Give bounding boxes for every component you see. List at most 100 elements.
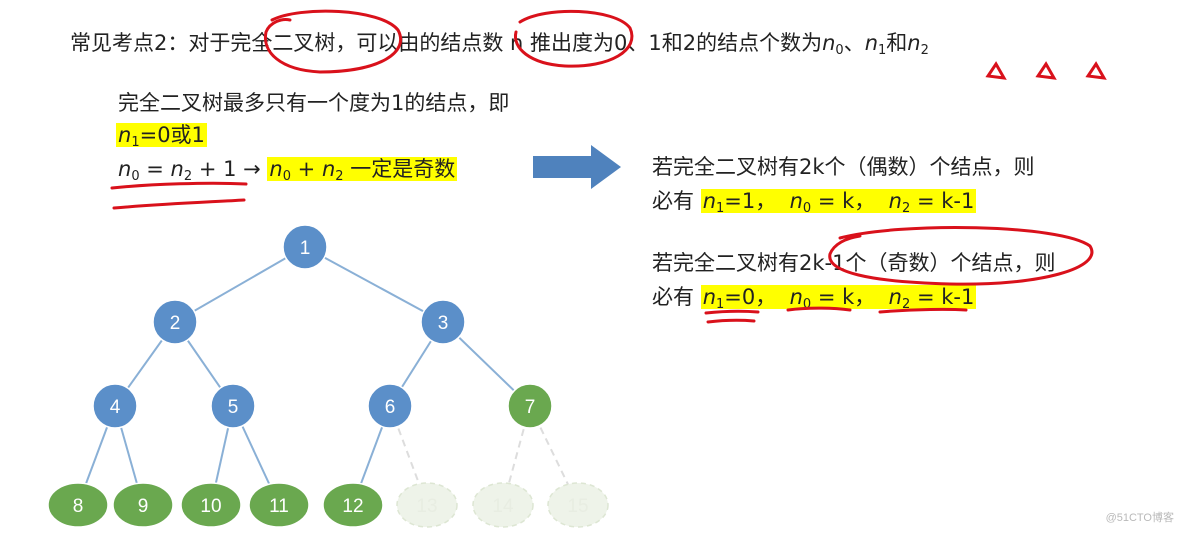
annotation-underline-1: [110, 181, 248, 190]
tree-node-2: 2: [152, 299, 198, 345]
title-n0-sub: 0: [835, 43, 844, 58]
left-n1-sub: 1: [131, 135, 140, 150]
title-sep: 、: [843, 31, 865, 55]
handwritten-annotations: [110, 9, 1107, 324]
even-n0: n: [789, 189, 803, 213]
even-n1-sub: 1: [716, 201, 725, 216]
annotation-underline-2: [112, 198, 246, 210]
tree-node-label: 13: [416, 496, 437, 517]
title-n0: n: [822, 31, 836, 55]
tree-node-10: 10: [180, 482, 242, 528]
tree-node-8: 8: [47, 482, 109, 528]
annotation-underline-odd-n0: [786, 306, 852, 312]
tree-node-circle: [112, 482, 174, 528]
odd-n0-val: = k，: [811, 285, 876, 309]
even-n2: n: [888, 189, 902, 213]
tree-node-7: 7: [507, 383, 553, 429]
annotation-circle-node-count: [513, 9, 634, 68]
tree-edge: [174, 246, 306, 323]
tree-node-label: 1: [300, 238, 311, 259]
left-n1-highlight: n1=0或1: [116, 123, 207, 150]
odd-n2: n: [888, 285, 902, 309]
left-odd-highlight: n0 + n2 一定是奇数: [267, 157, 458, 184]
left-sum-n2-sub: 2: [335, 169, 344, 184]
tree-node-circle: [472, 482, 534, 528]
even-n1-val: =1，: [724, 189, 777, 213]
left-eq-n2: n: [170, 157, 184, 181]
tree-node-5: 5: [210, 383, 256, 429]
tree-node-label: 12: [342, 496, 363, 517]
odd-n2-val: = k-1: [910, 285, 975, 309]
right-arrow-shape: [533, 145, 621, 189]
tree-node-14: 14: [472, 482, 534, 528]
tree-node-13: 13: [396, 482, 458, 528]
left-eq-sign: =: [139, 157, 171, 181]
tree-node-label: 11: [269, 496, 289, 517]
odd-n0-sub: 0: [802, 297, 812, 312]
tree-node-12: 12: [322, 482, 384, 528]
tree-node-circle: [210, 383, 256, 429]
left-sum-n2: n: [321, 157, 336, 181]
left-eq-plus: + 1 →: [192, 157, 268, 181]
tree-node-label: 9: [138, 496, 149, 517]
left-line-2: n1=0或1: [116, 121, 207, 149]
tree-node-label: 5: [228, 397, 239, 418]
tree-node-label: 2: [170, 313, 181, 334]
tree-node-circle: [152, 299, 198, 345]
tree-node-label: 6: [385, 397, 396, 418]
annotation-mark-n2: [1085, 61, 1107, 80]
tree-node-circle: [92, 383, 138, 429]
left-line-1-text: 完全二叉树最多只有一个度为1的结点，即: [118, 91, 510, 115]
tree-node-circle: [396, 482, 458, 528]
even-n1: n: [702, 189, 716, 213]
annotation-underline-odd-n1b: [706, 318, 756, 324]
odd-n2-sub: 2: [901, 297, 911, 312]
even-highlight: n1=1， n0 = k， n2 = k-1: [700, 189, 977, 216]
title-n1: n: [864, 31, 879, 55]
title-text: 常见考点2：对于完全二叉树，可以由的结点数 n 推出度为0、1和2的结点个数为: [70, 31, 823, 55]
tree-node-1: 1: [282, 224, 328, 270]
odd-highlight: n1=0， n0 = k， n2 = k-1: [700, 285, 977, 312]
tree-node-15: 15: [547, 482, 609, 528]
tree-node-circle: [180, 482, 242, 528]
tree-node-label: 14: [492, 496, 514, 517]
tree-node-circle: [420, 299, 466, 345]
left-line-1: 完全二叉树最多只有一个度为1的结点，即: [118, 89, 509, 117]
tree-node-circle: [322, 482, 384, 528]
annotation-underline-odd-n1a: [704, 309, 760, 315]
tree-node-label: 3: [438, 313, 449, 334]
odd-prefix: 必有: [652, 285, 701, 309]
tree-node-circle: [367, 383, 413, 429]
tree-node-circle: [547, 482, 609, 528]
tree-node-circle: [47, 482, 109, 528]
tree-node-circle: [282, 224, 328, 270]
even-line-2: 必有 n1=1， n0 = k， n2 = k-1: [652, 187, 977, 216]
left-eq-n0-sub: 0: [131, 169, 140, 184]
tree-node-circle: [248, 482, 310, 528]
tree-node-label: 4: [110, 397, 121, 418]
title-n2-sub: 2: [920, 43, 929, 58]
left-sum-tail: 一定是奇数: [343, 157, 456, 181]
odd-n1: n: [702, 285, 716, 309]
even-n0-sub: 0: [802, 201, 812, 216]
odd-line-1-text: 若完全二叉树有2k-1个（奇数）个结点，则: [652, 251, 1056, 275]
left-sum-n0-sub: 0: [282, 169, 291, 184]
title-n1-sub: 1: [878, 43, 887, 58]
tree-node-label: 7: [525, 397, 536, 418]
even-line-1: 若完全二叉树有2k个（偶数）个结点，则: [652, 153, 1035, 181]
watermark: @51CTO博客: [1105, 512, 1174, 524]
tree-node-3: 3: [420, 299, 466, 345]
tree-node-label: 15: [567, 496, 588, 517]
left-n1-rest: =0或1: [139, 123, 205, 147]
annotation-mark-n0: [985, 61, 1007, 80]
tree-edges: [77, 246, 579, 506]
even-prefix: 必有: [652, 189, 701, 213]
even-n2-val: = k-1: [910, 189, 975, 213]
tree-node-9: 9: [112, 482, 174, 528]
tree-node-11: 11: [248, 482, 310, 528]
annotation-circle-complete-tree: [263, 9, 403, 74]
left-line-3: n0 = n2 + 1 → n0 + n2 一定是奇数: [118, 155, 458, 184]
odd-n1-val: =0，: [724, 285, 777, 309]
